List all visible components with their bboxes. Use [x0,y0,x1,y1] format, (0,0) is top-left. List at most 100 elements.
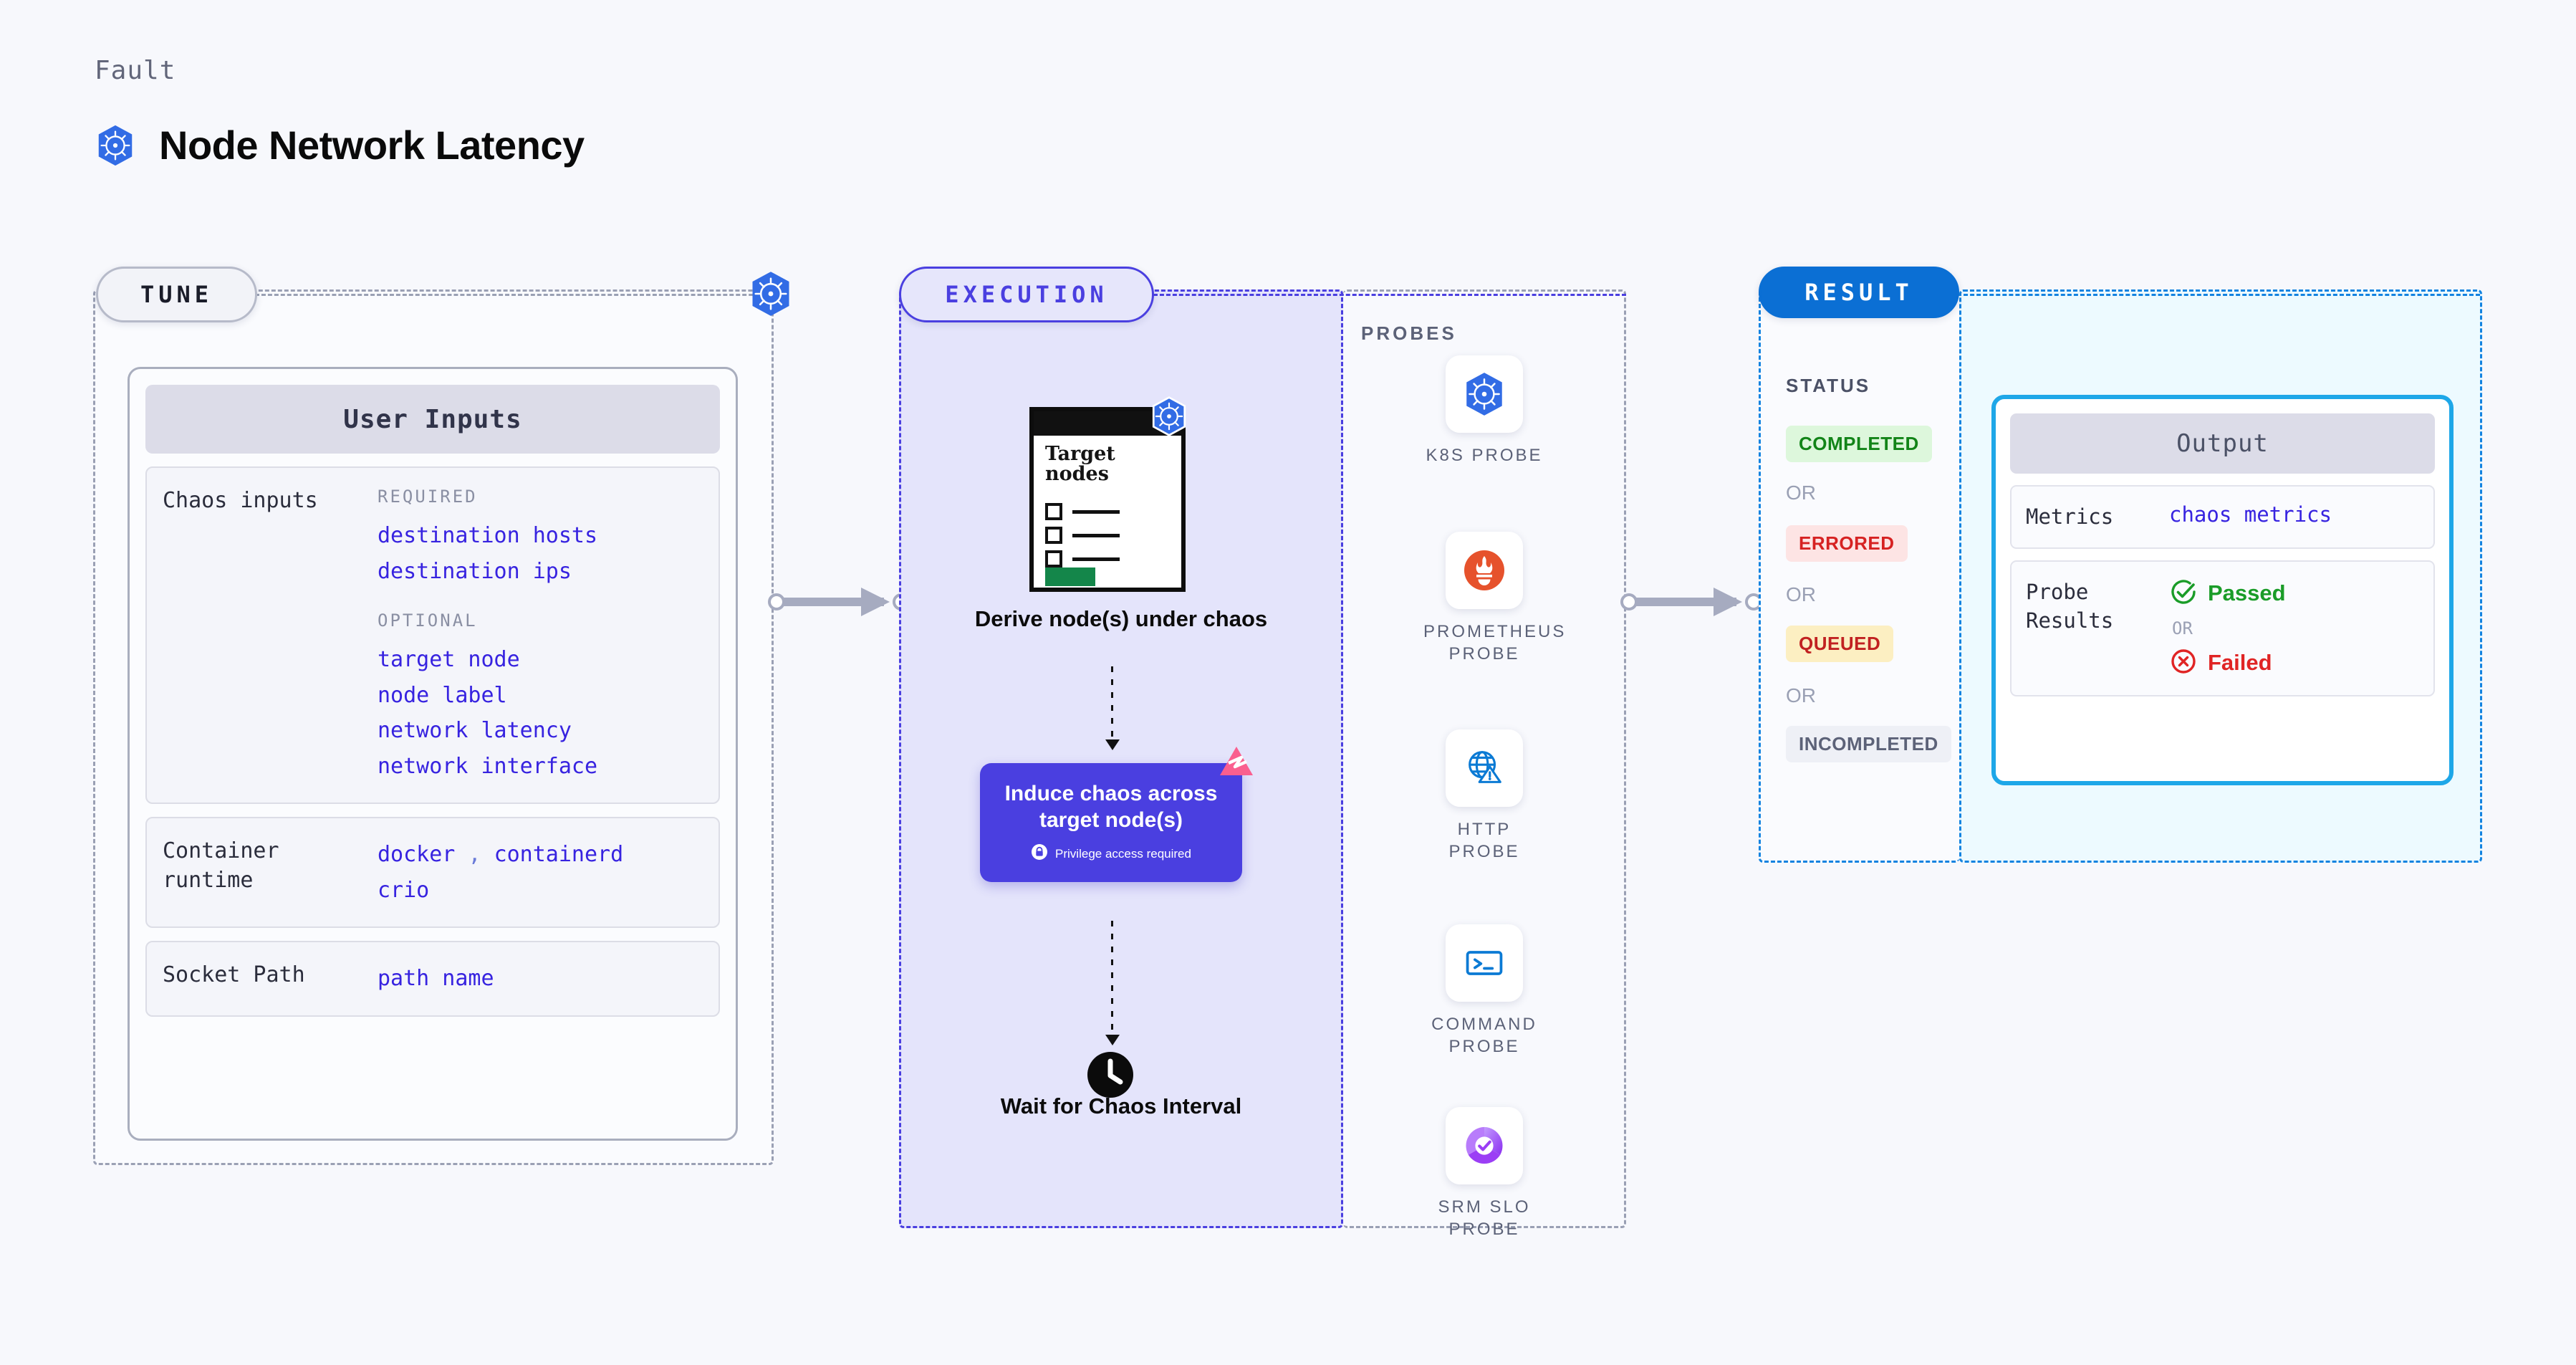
socket-path-key: Socket Path [163,962,305,987]
status-badge-completed: COMPLETED [1786,426,1932,462]
or-label: OR [1786,583,1816,605]
probe-result-failed: Failed [2169,647,2286,679]
failed-label: Failed [2208,650,2272,676]
chaos-inputs-key: Chaos inputs [163,488,318,513]
target-nodes-title: Target nodes [1045,443,1115,486]
connector-start-dot [1620,593,1638,610]
clock-icon [1083,1048,1138,1106]
socket-path-values: path name [378,961,703,997]
list-item [1045,503,1120,520]
target-nodes-list [1045,503,1120,574]
result-pill[interactable]: RESULT [1759,267,1959,318]
page-title: Node Network Latency [159,123,585,168]
connector-start-dot [768,593,785,610]
container-runtime-key: Container runtime [163,838,279,893]
flow-arrow-2 [1111,921,1113,1037]
socket-path-value[interactable]: path name [378,966,494,991]
list-line [1072,557,1120,561]
flow-arrowhead-2 [1105,1035,1120,1045]
connector-shaft [1630,598,1736,606]
probe-command[interactable]: COMMAND PROBE [1423,924,1545,1058]
status-title: STATUS [1786,375,1871,396]
input-destination-hosts[interactable]: destination hosts [378,523,598,548]
input-network-interface[interactable]: network interface [378,753,598,779]
page-title-row: Node Network Latency [93,122,585,168]
list-line [1072,533,1120,537]
result-region [1759,289,1959,863]
terminal-icon [1446,924,1523,1002]
checkbox-icon [1045,527,1062,544]
srm-slo-icon [1446,1107,1523,1184]
execution-connector-line [1153,294,1626,296]
container-runtime-values: docker , containerd crio [378,837,703,908]
kubernetes-icon [746,269,795,322]
probe-results-key: Probe Results [2026,579,2114,633]
target-nodes-card: Target nodes [1029,407,1186,592]
container-runtime-section: Container runtime docker , containerd cr… [145,817,720,928]
status-badge-errored: ERRORED [1786,525,1908,562]
probe-http[interactable]: HTTP PROBE [1423,729,1545,863]
runtime-crio[interactable]: crio [378,877,430,903]
chaos-inputs-values: REQUIRED destination hosts destination i… [378,487,703,784]
user-inputs-card: User Inputs Chaos inputs REQUIRED destin… [128,367,738,1141]
kubernetes-icon [93,123,138,168]
probe-label: SRM SLO PROBE [1438,1197,1531,1240]
runtime-containerd[interactable]: containerd [494,842,624,867]
output-row-probe-results: Probe Results Passed OR [2010,560,2435,696]
status-badge-incompleted: INCOMPLETED [1786,726,1951,762]
probe-result-passed: Passed [2169,578,2286,610]
runtime-separator: , [468,842,481,867]
probe-srm-slo[interactable]: SRM SLO PROBE [1423,1107,1545,1240]
metrics-value[interactable]: chaos metrics [2169,502,2332,527]
kubernetes-icon [1148,396,1190,441]
probe-label: COMMAND PROBE [1431,1015,1537,1057]
list-item [1045,527,1120,544]
connector-execution-to-result [1620,588,1764,616]
probe-k8s[interactable]: K8S PROBE [1423,355,1545,466]
probe-label: HTTP PROBE [1448,820,1520,862]
or-label: OR [1786,684,1816,707]
required-label: REQUIRED [378,487,478,507]
user-inputs-title: User Inputs [145,385,720,454]
input-node-label[interactable]: node label [378,682,507,708]
page-kicker: Fault [95,56,176,85]
input-destination-ips[interactable]: destination ips [378,558,572,584]
globe-warning-icon [1446,729,1523,807]
output-row-metrics: Metrics chaos metrics [2010,485,2435,549]
execution-pill[interactable]: EXECUTION [899,267,1154,322]
probe-label: K8S PROBE [1426,446,1543,465]
connector-arrowhead [1714,588,1742,616]
result-connector-line [1957,294,2480,296]
step-label-derive: Derive node(s) under chaos [974,606,1268,631]
kubernetes-icon [1446,355,1523,433]
privilege-note-text: Privilege access required [1055,846,1191,861]
input-network-latency[interactable]: network latency [378,718,572,743]
probe-prometheus[interactable]: PROMETHEUS PROBE [1423,532,1567,665]
x-circle-icon [2169,647,2198,679]
output-card: Output Metrics chaos metrics Probe Resul… [1991,395,2454,785]
connector-tune-to-execution [768,588,911,616]
connector-arrowhead [861,588,890,616]
checkbox-icon [1045,550,1062,567]
socket-path-section: Socket Path path name [145,941,720,1017]
flow-arrow-1 [1111,666,1113,742]
passed-label: Passed [2208,580,2286,606]
flow-arrowhead-1 [1105,739,1120,750]
step-label-induce: Induce chaos across target node(s) [1004,781,1218,832]
status-badge-queued: QUEUED [1786,626,1894,662]
probes-title: PROBES [1361,322,1457,344]
green-bar [1045,567,1095,586]
probe-results-values: Passed OR Failed [2169,578,2286,679]
tune-pill[interactable]: TUNE [96,267,257,322]
runtime-docker[interactable]: docker [378,842,456,867]
step-induce-chaos[interactable]: Induce chaos across target node(s) Privi… [980,763,1242,882]
input-target-node[interactable]: target node [378,647,520,672]
list-item [1045,550,1120,567]
or-label: OR [2172,618,2193,638]
probe-label: PROMETHEUS PROBE [1423,622,1567,664]
or-label: OR [1786,482,1816,504]
tune-connector-line [255,294,772,296]
target-nodes-illustration: Target nodes [1029,396,1194,592]
lock-icon [1031,843,1048,864]
